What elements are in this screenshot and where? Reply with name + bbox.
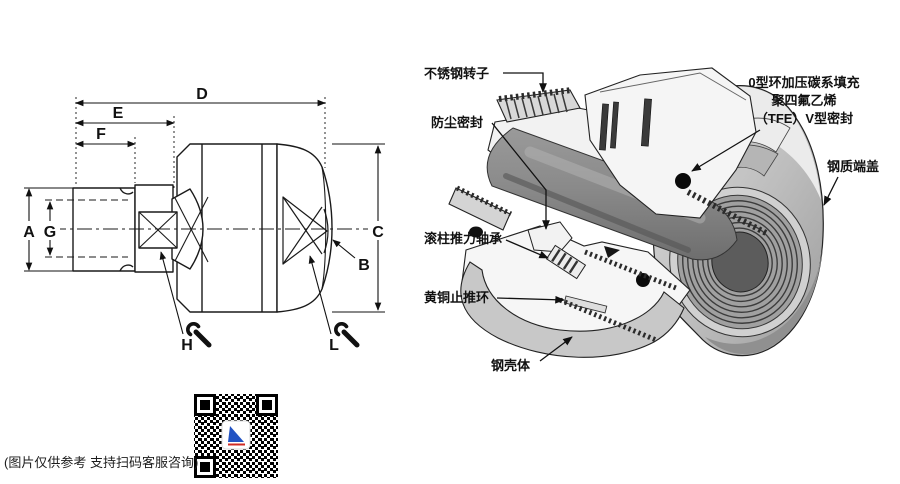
label-shell: 钢壳体 xyxy=(491,358,531,373)
label-dust-seal: 防尘密封 xyxy=(431,115,483,130)
extension-lines-solid xyxy=(24,143,385,313)
lower-seal-ring xyxy=(636,273,650,287)
cutaway-illustration: 不锈钢转子 防尘密封 滚柱推力轴承 黄铜止推环 钢壳体 0型环加压碳系填充 聚四… xyxy=(424,66,879,373)
dimension-drawing: D E F A G C B H L xyxy=(19,86,388,354)
cut-hatch-mark xyxy=(604,246,620,258)
leader-dust-seal xyxy=(491,122,550,230)
shell-outer-bottom xyxy=(460,249,685,358)
seal-housing-block xyxy=(584,67,768,236)
leader-end-cap xyxy=(823,176,839,206)
qr-finder-bottom-left xyxy=(194,456,216,478)
v-seal-stack xyxy=(599,98,652,151)
leader-bearing xyxy=(505,239,549,259)
joint-outline xyxy=(72,143,333,313)
o-ring-seal xyxy=(675,173,691,189)
dim-label-L: L xyxy=(329,337,339,354)
dim-label-A: A xyxy=(23,224,35,241)
leader-H xyxy=(159,251,184,335)
dim-label-G: G xyxy=(44,224,56,241)
label-brass-ring: 黄铜止推环 xyxy=(424,290,489,305)
brass-thrust-ring-part xyxy=(563,295,608,314)
dim-label-D: D xyxy=(196,86,208,103)
dim-label-B: B xyxy=(358,257,370,274)
leader-shell xyxy=(539,336,573,362)
dust-seal-retainer xyxy=(527,221,573,253)
leader-B xyxy=(332,239,356,259)
leader-brass-ring xyxy=(496,295,565,304)
roller-thrust-bearing-part xyxy=(545,244,587,280)
leader-oring-vseal xyxy=(691,129,761,172)
rotor-thread-stub xyxy=(448,185,513,238)
label-oring-line1: 0型环加压碳系填充 xyxy=(748,75,859,90)
logo-icon xyxy=(221,420,251,450)
label-rotor: 不锈钢转子 xyxy=(424,66,489,81)
end-cap-rim xyxy=(321,166,327,290)
thread-relief-top xyxy=(119,187,134,195)
seal-tip xyxy=(469,226,483,238)
thread-grooves xyxy=(505,92,568,120)
caption: (图片仅供参考 支持扫码客服咨询) xyxy=(4,455,198,470)
leader-L xyxy=(308,255,332,335)
dim-label-E: E xyxy=(113,105,124,122)
label-oring-line2: 聚四氟乙烯 xyxy=(770,93,836,108)
shell-front-thread xyxy=(559,297,657,343)
wrench-icon xyxy=(334,322,360,348)
leader-rotor xyxy=(503,72,547,93)
internal-cone xyxy=(282,196,329,265)
rotor-thread-band xyxy=(496,87,581,123)
extension-lines xyxy=(75,97,326,190)
qr-finder-top-left xyxy=(194,394,216,416)
dim-label-C: C xyxy=(372,224,384,241)
dim-label-F: F xyxy=(96,126,106,143)
label-masks xyxy=(19,221,388,240)
male-thread-lower xyxy=(584,249,677,291)
thread-relief-bottom xyxy=(119,264,134,272)
label-oring-line3: （TFE）V型密封 xyxy=(755,111,853,126)
cutaway-leaders xyxy=(491,72,839,362)
dim-label-H: H xyxy=(181,337,193,354)
wrench-flat-x2 xyxy=(138,211,178,249)
qr-finder-top-right xyxy=(256,394,278,416)
label-end-cap: 钢质端盖 xyxy=(827,159,879,174)
qr-code xyxy=(190,390,282,482)
wrench-icon xyxy=(186,322,212,348)
label-bearing: 滚柱推力轴承 xyxy=(424,231,502,246)
